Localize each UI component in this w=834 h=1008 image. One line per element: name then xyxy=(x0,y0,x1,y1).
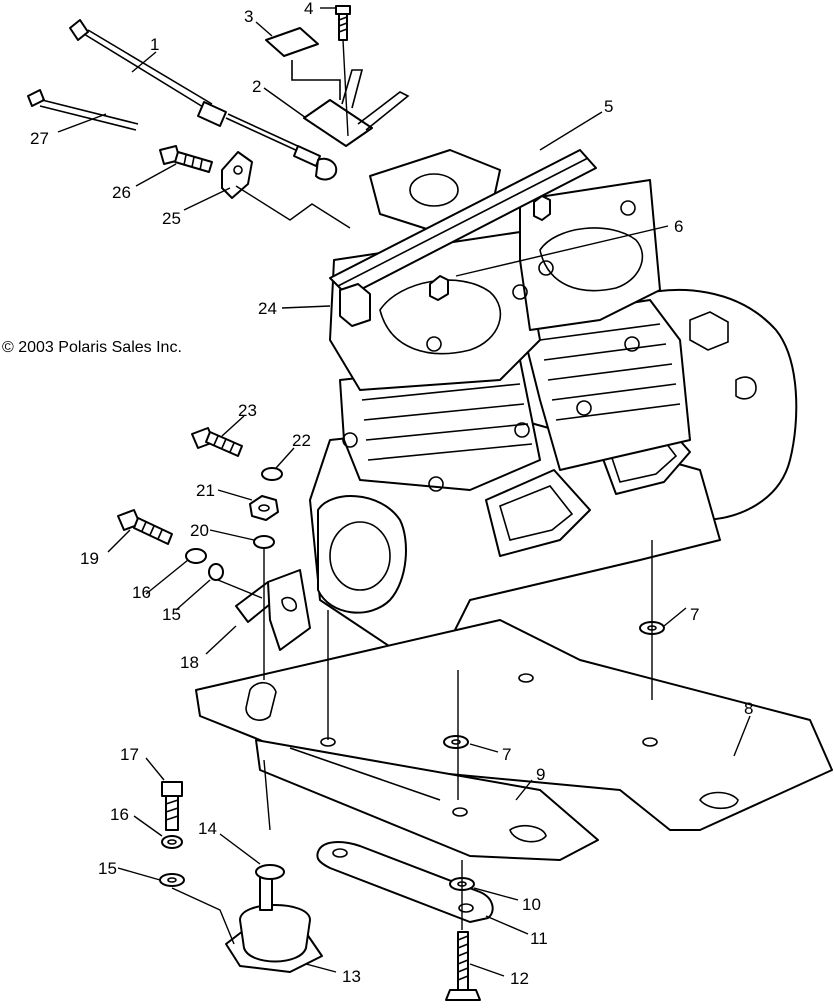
callout-2: 2 xyxy=(252,77,261,96)
nut-21 xyxy=(249,495,279,521)
callout-16-lower: 16 xyxy=(110,805,129,824)
callout-11: 11 xyxy=(530,929,548,948)
washer-16-upper xyxy=(185,548,207,564)
callout-9: 9 xyxy=(536,765,545,784)
callout-3: 3 xyxy=(244,7,253,26)
washer-15-upper xyxy=(208,563,224,581)
callout-6: 6 xyxy=(674,217,683,236)
bolt-23 xyxy=(191,427,243,457)
mount-bolt-12 xyxy=(445,931,481,1001)
callout-14: 14 xyxy=(198,819,217,838)
callout-16: 16 xyxy=(132,583,151,602)
washer-15-lower xyxy=(159,873,185,887)
callout-leaders xyxy=(57,7,751,977)
callout-13: 13 xyxy=(342,967,361,986)
bracket-18 xyxy=(235,569,311,651)
callout-7: 7 xyxy=(690,605,699,624)
bolt-17 xyxy=(161,781,183,831)
callout-8: 8 xyxy=(744,699,753,718)
rubber-engine-mount xyxy=(225,870,323,973)
washer-22 xyxy=(261,467,283,481)
washer-7-bottom xyxy=(443,735,469,749)
washer-20 xyxy=(253,535,275,549)
clip-screw xyxy=(159,145,213,173)
callout-27: 27 xyxy=(30,129,49,148)
mounting-plate xyxy=(195,619,833,831)
callout-4: 4 xyxy=(304,0,313,18)
decal xyxy=(265,27,341,100)
callout-1: 1 xyxy=(150,35,159,54)
washer-14 xyxy=(255,864,285,880)
mounting-rail xyxy=(255,739,599,861)
copyright-notice: © 2003 Polaris Sales Inc. xyxy=(2,339,182,356)
callout-25: 25 xyxy=(162,209,181,228)
callout-22: 22 xyxy=(292,431,311,450)
callout-21: 21 xyxy=(196,481,215,500)
engine-block xyxy=(309,149,798,661)
callout-17: 17 xyxy=(120,745,139,764)
callout-20: 20 xyxy=(190,521,209,540)
callout-18: 18 xyxy=(180,653,199,672)
callout-26: 26 xyxy=(112,183,131,202)
callout-15: 15 xyxy=(162,605,181,624)
callout-10: 10 xyxy=(522,895,541,914)
callout-19: 19 xyxy=(80,549,99,568)
callout-7-lower: 7 xyxy=(502,745,511,764)
callout-15-lower: 15 xyxy=(98,859,117,878)
callout-24: 24 xyxy=(258,299,277,318)
bracket-screw xyxy=(335,5,351,137)
callout-5: 5 xyxy=(604,97,613,116)
cable-clip xyxy=(221,151,253,199)
callout-12: 12 xyxy=(510,969,529,988)
washer-16-lower xyxy=(161,835,183,849)
mount-strap xyxy=(316,841,494,923)
cable-bracket xyxy=(303,69,410,147)
bolt-19 xyxy=(117,509,173,545)
choke-cable xyxy=(27,89,139,131)
throttle-cable xyxy=(69,19,338,181)
callout-23: 23 xyxy=(238,401,257,420)
